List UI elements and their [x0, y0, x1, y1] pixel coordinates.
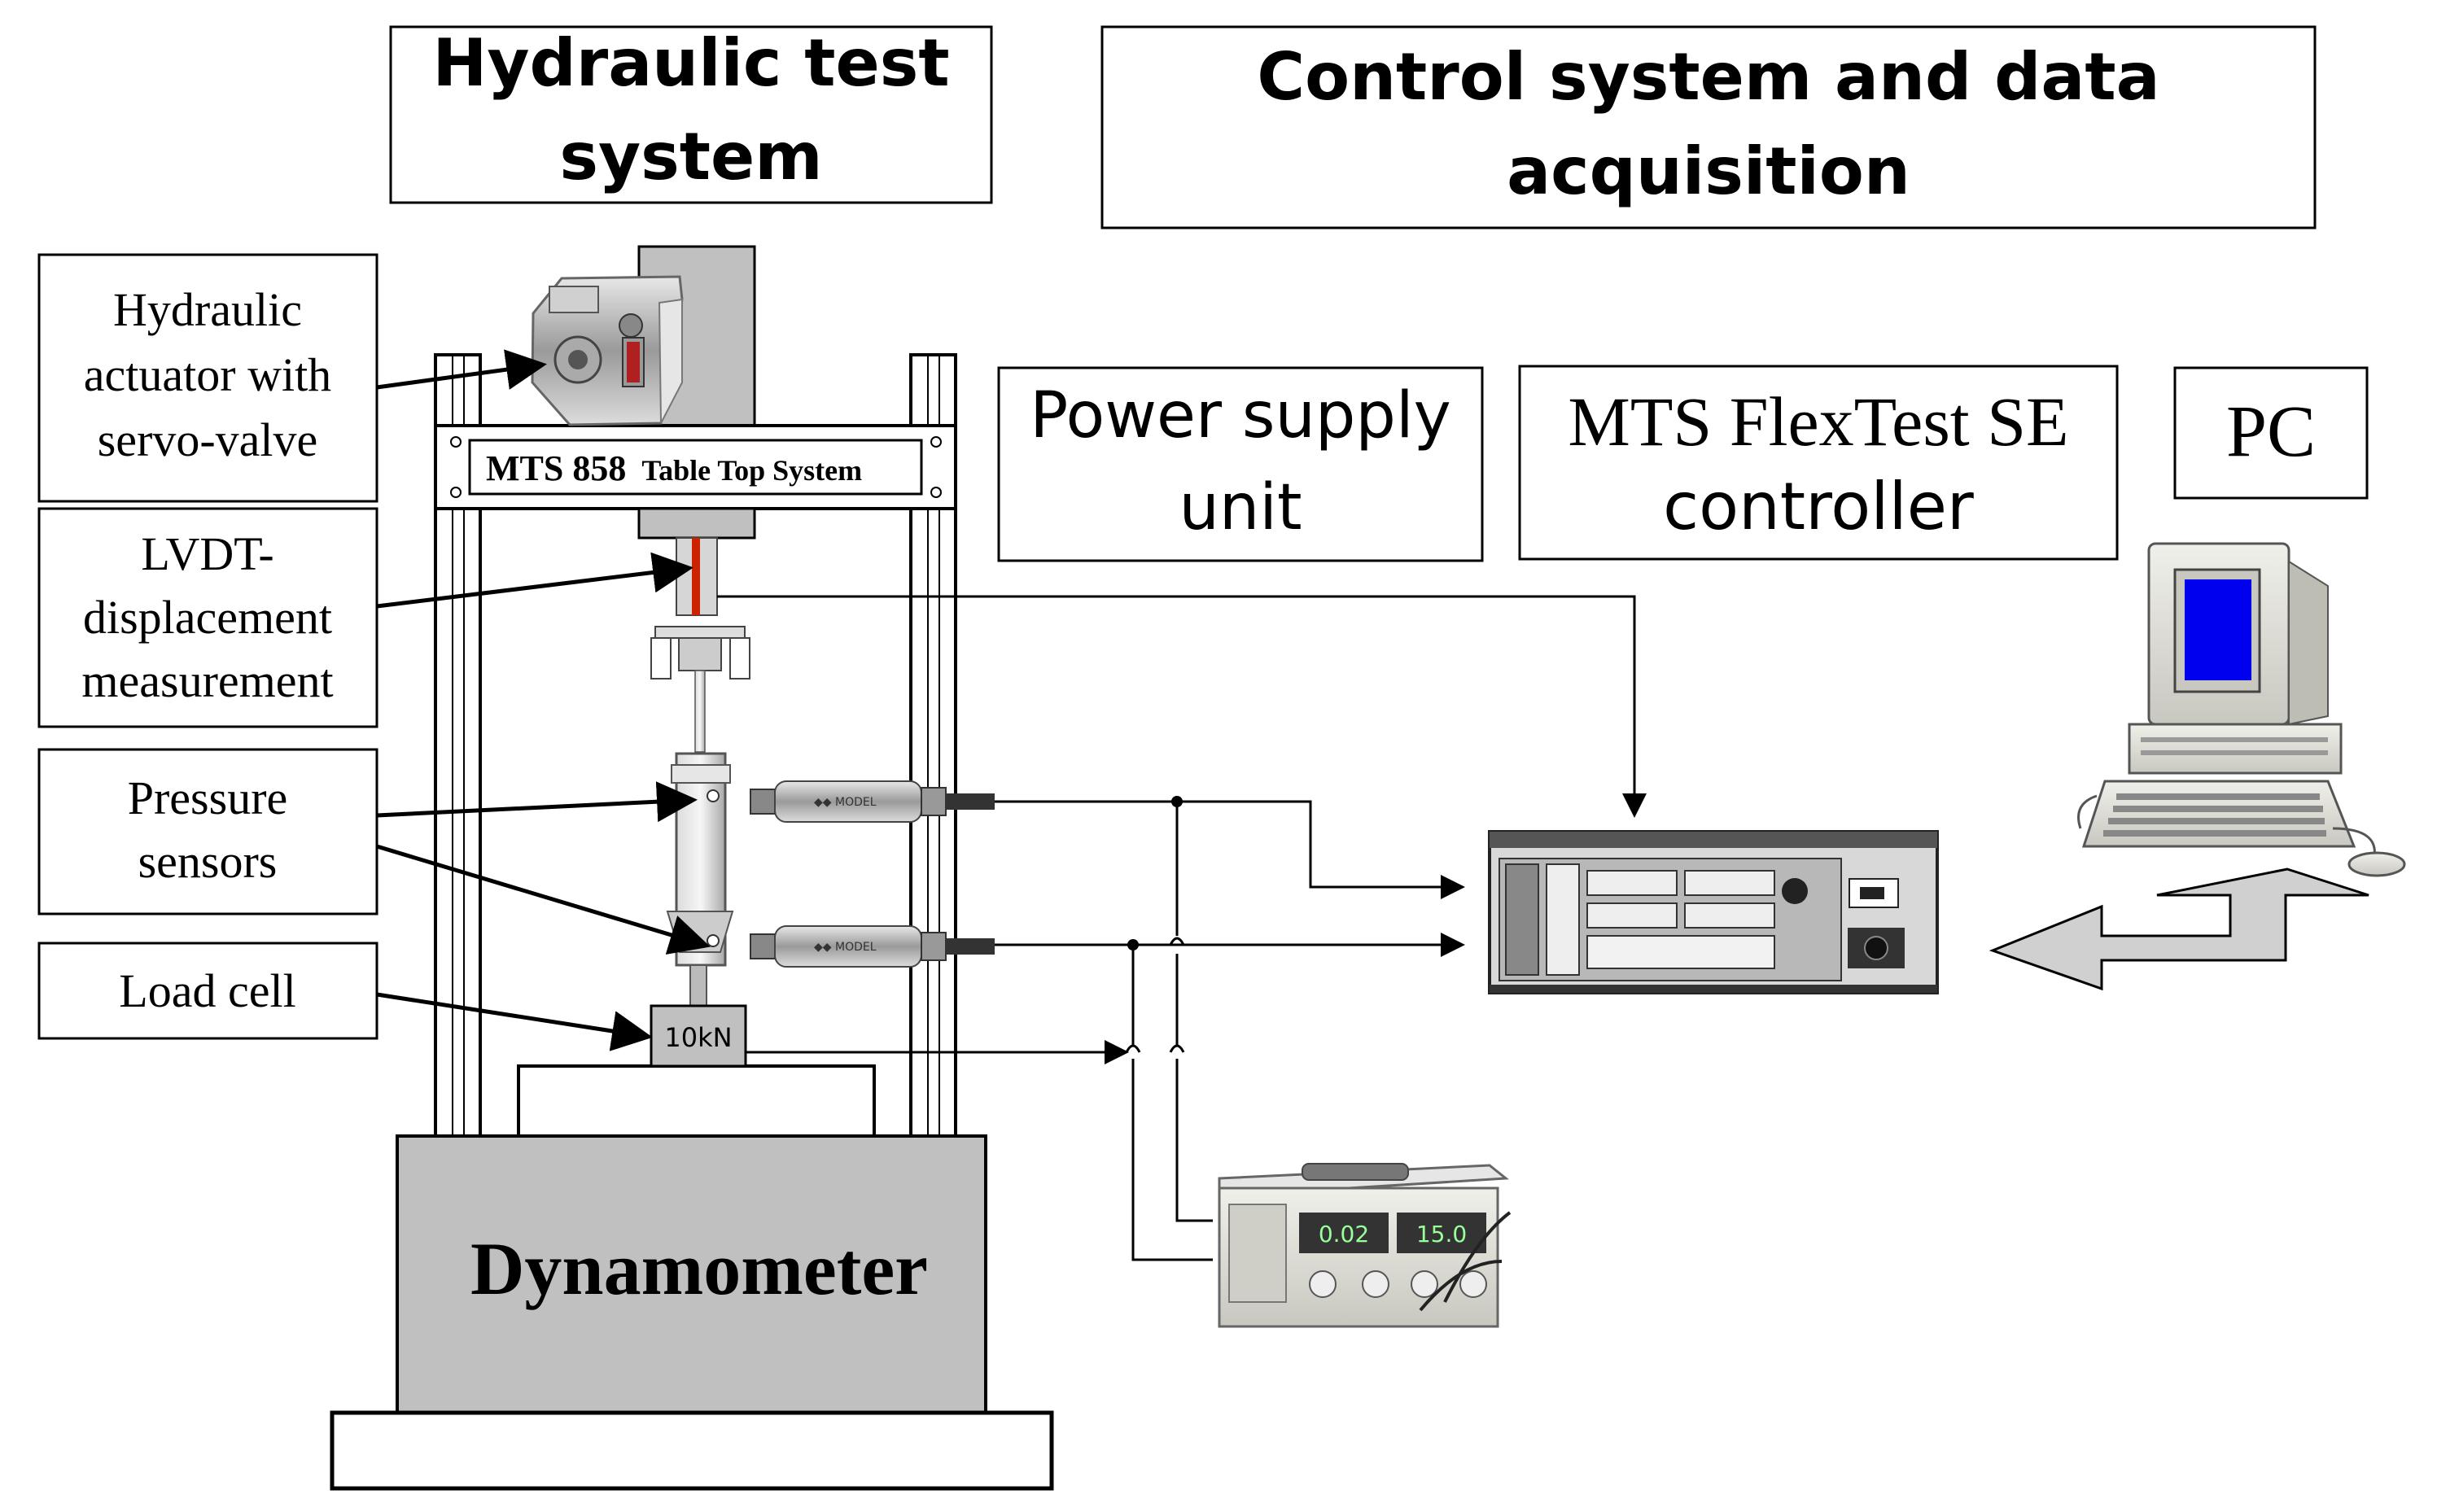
load-cell-callout: Load cell	[37, 942, 378, 1040]
test-frame: MTS 858 Table Top System Dynamometer	[330, 245, 1054, 1491]
callout-line: Pressure	[128, 771, 288, 824]
svg-text:◆◆ MODEL: ◆◆ MODEL	[814, 941, 877, 954]
power-supply-label-box: Power supply unit	[997, 366, 1484, 562]
callout-line: measurement	[81, 654, 333, 707]
heading-line-1: Control system and data	[1257, 39, 2159, 115]
wire-junctions	[1127, 796, 1183, 950]
controller-rack-icon	[1488, 830, 1939, 994]
callout-arrows	[376, 349, 711, 1051]
base-plate	[330, 1410, 1054, 1491]
signal-wiring	[717, 595, 1647, 1261]
svg-text:◆◆ MODEL: ◆◆ MODEL	[814, 796, 877, 809]
controller-label-box: MTS FlexTest SE controller	[1518, 365, 2119, 561]
desktop-computer-icon	[2077, 542, 2406, 877]
pc-label-box: PC	[2173, 366, 2369, 500]
callout-line: actuator with	[84, 348, 331, 401]
callout-line: Hydraulic	[113, 283, 302, 336]
svg-text:15.0: 15.0	[1416, 1221, 1467, 1248]
callout-line: displacement	[83, 591, 332, 644]
heading-line-2: system	[559, 119, 822, 194]
hydraulic-test-system-heading: Hydraulic test system	[389, 25, 993, 204]
callout-line: Load cell	[119, 964, 295, 1017]
bidirectional-link-arrow	[1989, 867, 2369, 991]
label-line: controller	[1663, 469, 1974, 544]
heading-line-1: Hydraulic test	[432, 25, 949, 101]
svg-text:0.02: 0.02	[1319, 1221, 1369, 1248]
pressure-transducer-icon: ◆◆ MODEL	[750, 780, 995, 823]
bench-power-supply-icon: 0.02 15.0	[1218, 1163, 1512, 1328]
callout-line: servo-valve	[98, 413, 318, 466]
callout-line: LVDT-	[141, 527, 273, 580]
heading-line-2: acquisition	[1507, 133, 1910, 209]
label-line: unit	[1179, 471, 1302, 544]
callout-line: sensors	[138, 835, 278, 888]
dynamometer-label: Dynamometer	[470, 1227, 928, 1310]
frame-table	[517, 1064, 876, 1138]
lvdt-core	[692, 538, 700, 615]
label-line: Power supply	[1030, 379, 1451, 452]
actuator-callout: Hydraulic actuator with servo-valve	[37, 253, 378, 503]
lvdt-assembly	[650, 537, 750, 1007]
monitor-screen	[2185, 579, 2251, 680]
pressure-transducer-icon: ◆◆ MODEL	[750, 925, 995, 968]
hydraulic-actuator-photo-icon	[531, 275, 684, 426]
pc-label: PC	[2226, 391, 2316, 472]
plate-model: MTS 858 Table Top System	[486, 448, 862, 488]
pressure-sensors-callout: Pressure sensors	[37, 748, 378, 916]
lvdt-callout: LVDT- displacement measurement	[37, 507, 378, 728]
control-system-heading: Control system and data acquisition	[1100, 25, 2317, 229]
load-cell: 10kN	[650, 1004, 747, 1068]
dynamometer	[396, 1134, 987, 1414]
load-cell-label: 10kN	[664, 1022, 732, 1053]
label-line: MTS FlexTest SE	[1568, 382, 2068, 461]
